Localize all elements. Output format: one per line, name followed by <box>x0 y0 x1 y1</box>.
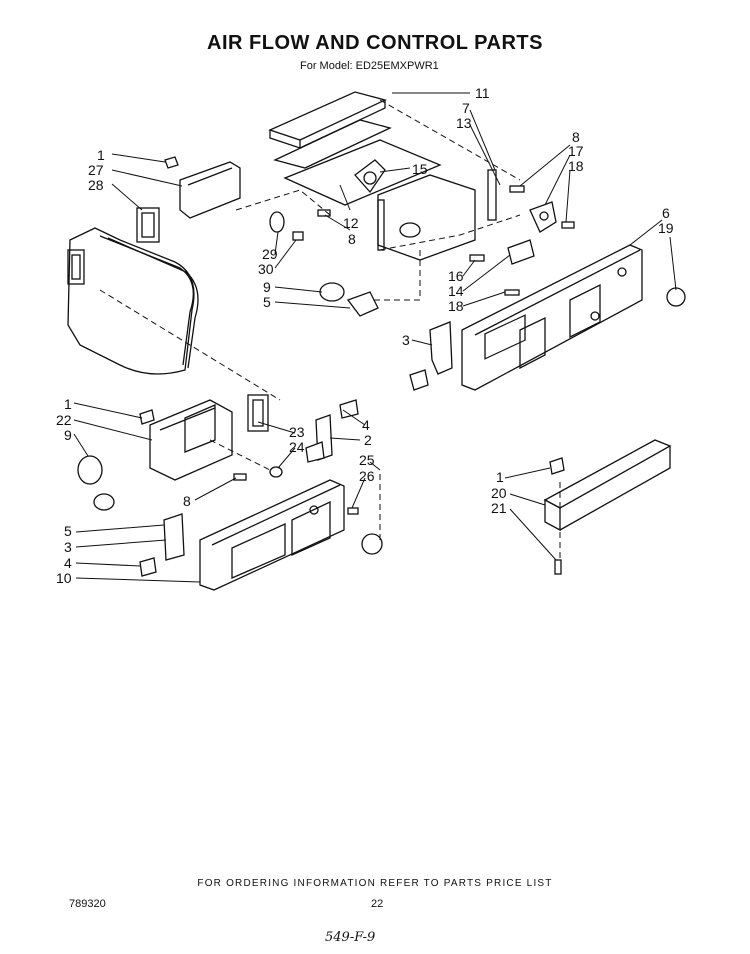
callout-6: 6 <box>662 205 670 221</box>
callout-1a: 1 <box>97 147 105 163</box>
callout-9a: 9 <box>263 279 271 295</box>
callout-13: 13 <box>456 115 472 131</box>
upper-bracket <box>339 321 453 419</box>
callout-7: 7 <box>462 100 470 116</box>
model-subtitle: For Model: ED25EMXPWR1 <box>300 60 439 72</box>
callout-10: 10 <box>56 570 72 586</box>
callout-23: 23 <box>289 424 305 440</box>
callout-15: 15 <box>412 161 428 177</box>
freezer-liner-section <box>67 227 199 375</box>
page-number: 22 <box>371 898 384 910</box>
callout-4a: 4 <box>362 417 370 433</box>
handwritten-note: 549-F-9 <box>325 930 376 945</box>
callout-3b: 3 <box>64 539 72 555</box>
callout-25: 25 <box>359 452 375 468</box>
callout-2: 2 <box>364 432 372 448</box>
trim-strip <box>543 439 672 575</box>
callout-labels: 11 7 13 15 12 8 8 17 18 6 19 16 14 18 1 … <box>56 85 674 586</box>
damper-control-parts <box>469 185 686 307</box>
ordering-note: FOR ORDERING INFORMATION REFER TO PARTS … <box>197 878 553 889</box>
document-number: 789320 <box>69 898 106 910</box>
callout-30: 30 <box>258 261 274 277</box>
callout-1b: 1 <box>64 396 72 412</box>
fan-duct <box>136 156 241 243</box>
callout-21: 21 <box>491 500 507 516</box>
callout-18b: 18 <box>448 298 464 314</box>
callout-22: 22 <box>56 412 72 428</box>
page-title: AIR FLOW AND CONTROL PARTS <box>207 32 543 54</box>
callout-20: 20 <box>491 485 507 501</box>
callout-8a: 8 <box>348 231 356 247</box>
callout-19: 19 <box>658 220 674 236</box>
callout-16: 16 <box>448 268 464 284</box>
callout-4b: 4 <box>64 555 72 571</box>
assembly-lines <box>99 99 561 560</box>
upper-control-panel <box>461 244 643 391</box>
callout-18a: 18 <box>568 158 584 174</box>
lower-control-panel <box>199 479 383 591</box>
leader-lines <box>73 92 677 583</box>
callout-8b: 8 <box>572 129 580 145</box>
callout-1c: 1 <box>496 469 504 485</box>
callout-11: 11 <box>475 85 490 101</box>
lower-switch-brackets <box>139 414 333 577</box>
callout-26: 26 <box>359 468 375 484</box>
callout-24: 24 <box>289 439 305 455</box>
callout-28: 28 <box>88 177 104 193</box>
callout-14: 14 <box>448 283 464 299</box>
callout-12: 12 <box>343 215 359 231</box>
lower-light-housing <box>77 394 283 511</box>
callout-3a: 3 <box>402 332 410 348</box>
socket-and-bulb-parts <box>269 209 379 317</box>
callout-5b: 5 <box>64 523 72 539</box>
callout-17: 17 <box>568 143 584 159</box>
callout-8c: 8 <box>183 493 191 509</box>
callout-27: 27 <box>88 162 104 178</box>
callout-9b: 9 <box>64 427 72 443</box>
callout-29: 29 <box>262 246 278 262</box>
control-housing <box>268 91 497 261</box>
callout-5a: 5 <box>263 294 271 310</box>
